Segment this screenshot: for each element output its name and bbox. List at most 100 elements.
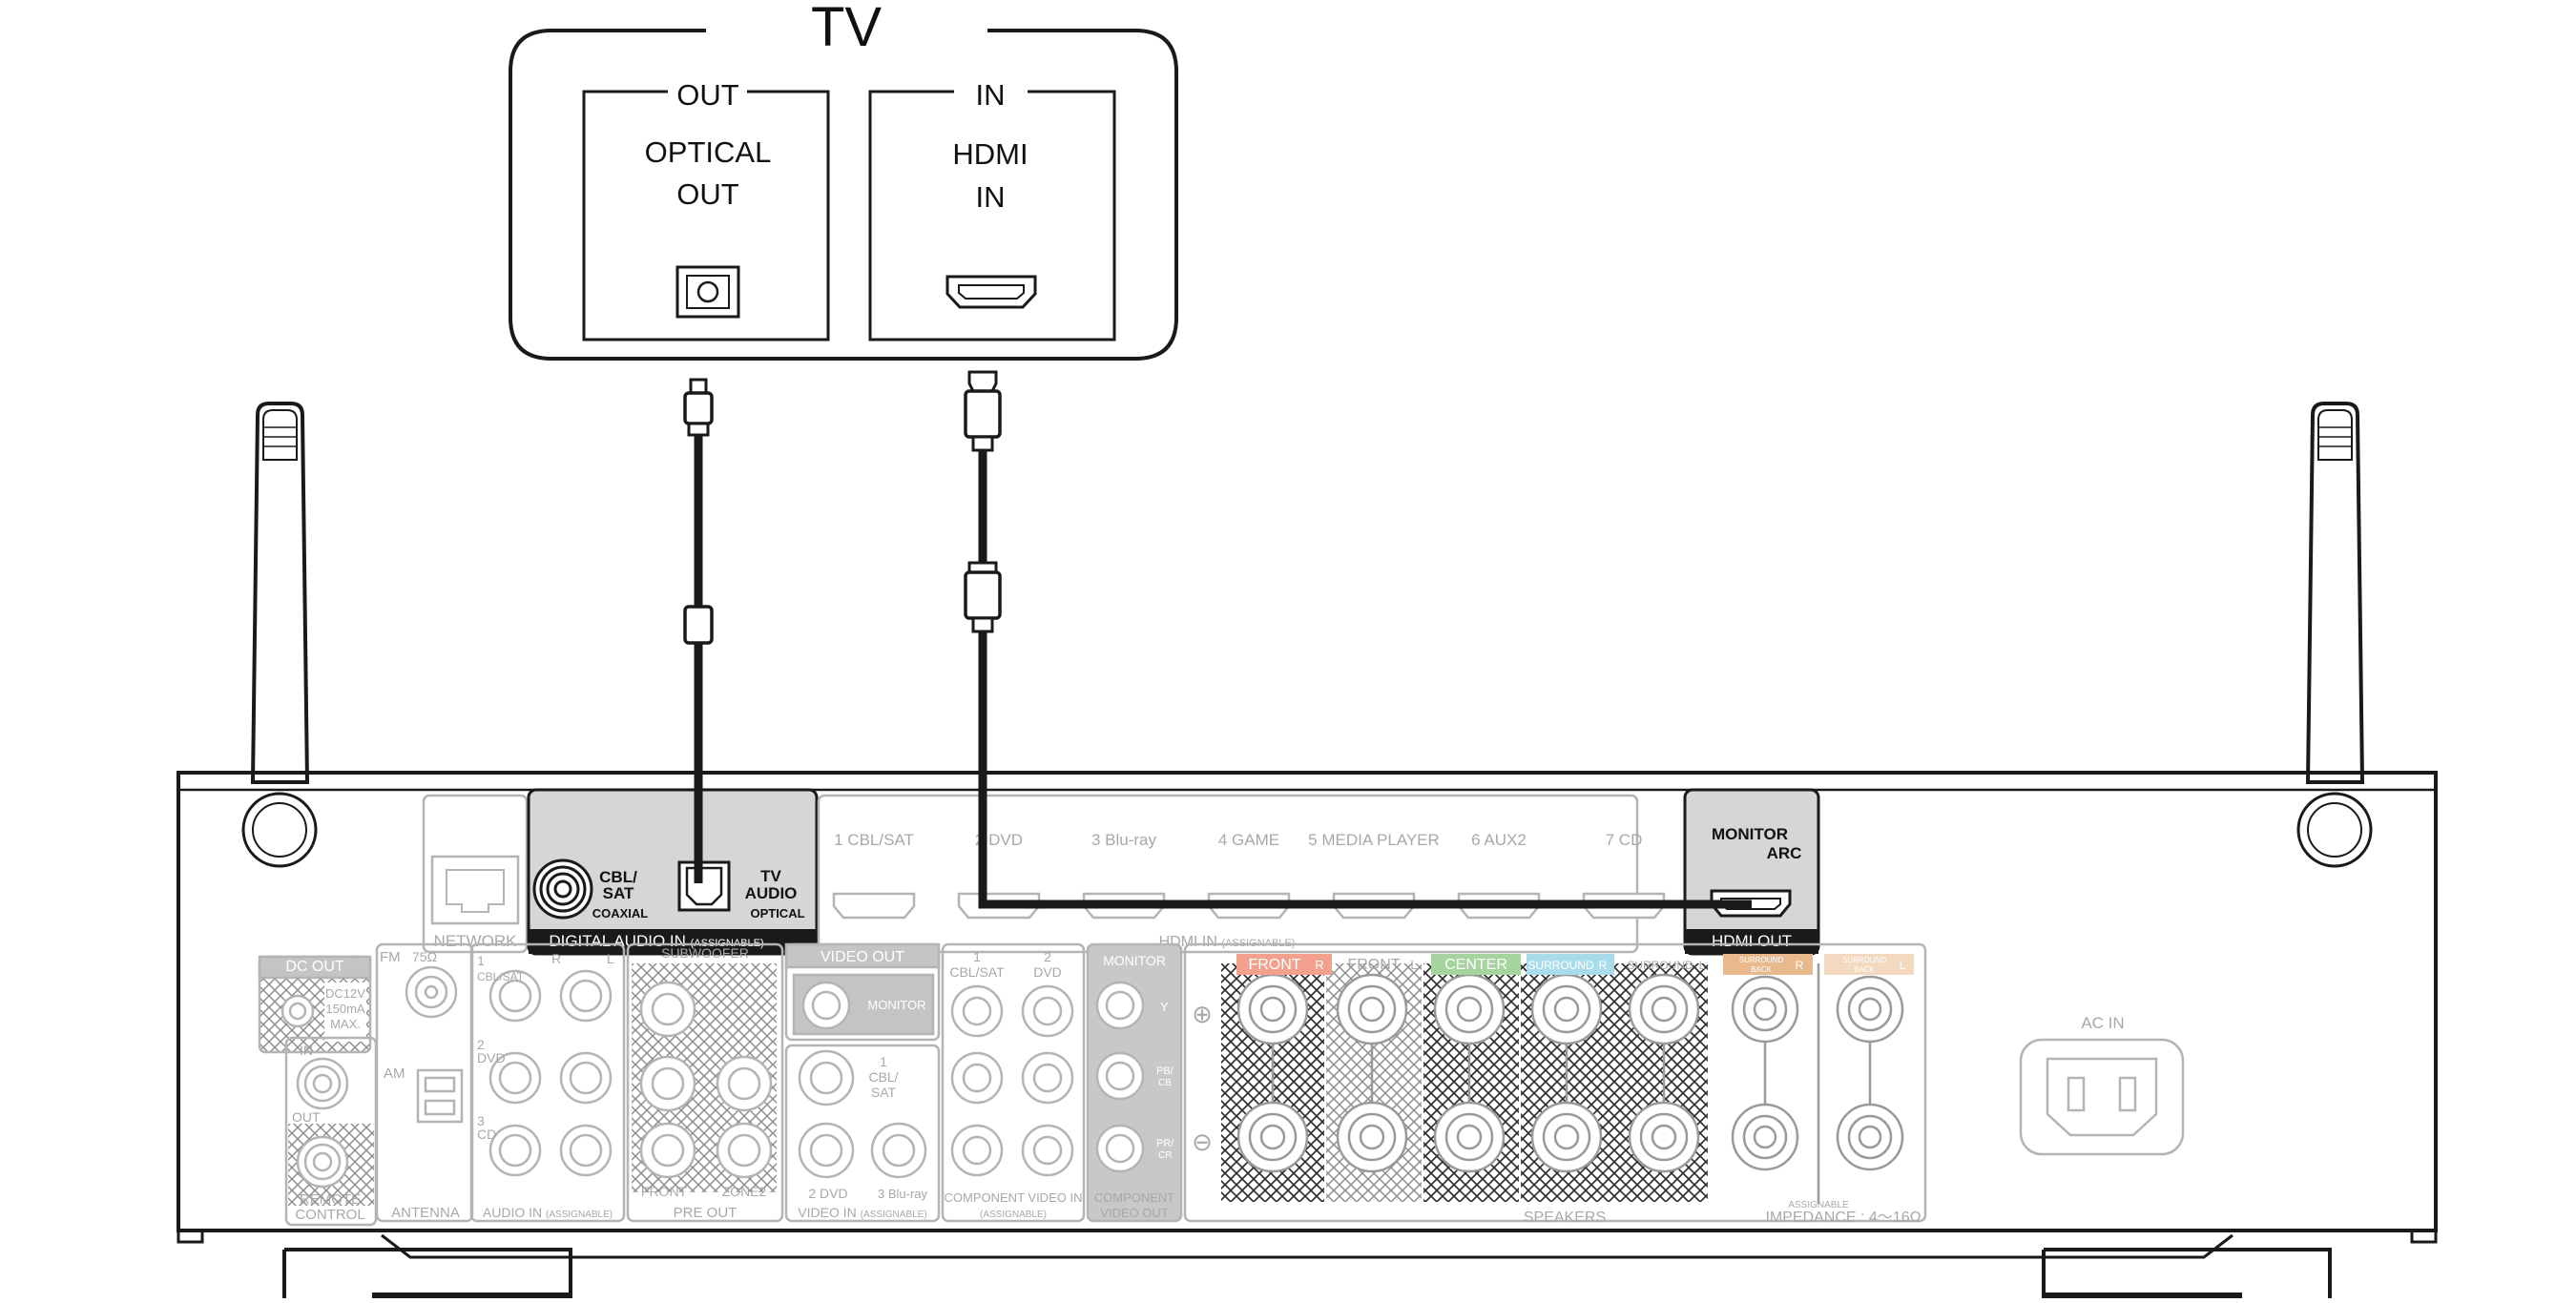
surround-back-l-channel: L xyxy=(1900,959,1906,972)
antenna-right xyxy=(2296,402,2373,868)
center-channel-badge xyxy=(1431,954,1521,975)
component-out-pb-2: CB xyxy=(1158,1078,1172,1088)
component-out-pb-1: PB/ xyxy=(1156,1065,1174,1077)
hdmi-in-input-label: 6 AUX2 xyxy=(1471,831,1527,849)
coaxial-label: COAXIAL xyxy=(592,906,649,920)
hdmi-out-arc-label: ARC xyxy=(1767,844,1802,862)
surround-l-channel: L xyxy=(1699,959,1706,972)
speaker-channel-labels: FRONT R FRONT L CENTER SURROUND R SURROU… xyxy=(1192,954,1922,1226)
ac-in-section: AC IN xyxy=(2019,1014,2185,1156)
audio-in-input-label: CBL/SAT xyxy=(477,970,525,983)
component-out-y-label: Y xyxy=(1160,1000,1169,1014)
antenna-left xyxy=(241,402,318,868)
pre-out-zone2-label: ZONE2 xyxy=(722,1184,767,1199)
video-in-dvd: 2 DVD xyxy=(808,1186,847,1201)
remote-label-2: CONTROL xyxy=(295,1207,364,1223)
surround-back-r-label-2: BACK xyxy=(1751,965,1772,974)
dc-out-spec-2: 150mA xyxy=(325,1002,365,1016)
antenna-am-label: AM xyxy=(384,1065,405,1082)
surround-channel-badge xyxy=(1527,954,1614,975)
tv-audio-label-2: AUDIO xyxy=(745,884,798,902)
video-in-label: VIDEO IN (ASSIGNABLE) xyxy=(798,1205,926,1220)
video-out-monitor-label: MONITOR xyxy=(867,998,925,1012)
lower-panel-labels: DC OUT DC12V 150mA MAX. IN OUT REMOTE CO… xyxy=(285,945,1174,1223)
coaxial-cbl-sat-1: CBL/ xyxy=(599,868,637,886)
component-in-col2-1: 2 xyxy=(1044,949,1051,964)
front-l-label: FRONT xyxy=(1347,957,1400,973)
tv-optical-label-2: OUT xyxy=(676,177,739,211)
surround-l-label: SURROUND xyxy=(1627,959,1693,972)
audio-in-input-label: 1 xyxy=(477,953,485,968)
optical-cable xyxy=(683,378,714,883)
tv-in-group-label: IN xyxy=(976,78,1006,112)
front-channel-badge xyxy=(1236,954,1332,975)
audio-in-input-label: 3 xyxy=(477,1113,485,1128)
assignable-label: ASSIGNABLE xyxy=(1788,1200,1849,1210)
optical-in-label: OPTICAL xyxy=(750,906,804,920)
hdmi-out-monitor-label: MONITOR xyxy=(1712,825,1788,843)
surround-back-l-channel-badge xyxy=(1824,954,1914,975)
center-label: CENTER xyxy=(1444,957,1507,973)
component-in-label-2: (ASSIGNABLE) xyxy=(980,1210,1047,1220)
front-r-label: FRONT xyxy=(1248,957,1300,973)
hdmi-in-input-label: 4 GAME xyxy=(1218,831,1279,849)
video-in-bluray: 3 Blu-ray xyxy=(878,1187,928,1201)
audio-in-input-label: 2 xyxy=(477,1037,485,1052)
component-out-monitor-label: MONITOR xyxy=(1103,953,1166,968)
dc-out-spec-1: DC12V xyxy=(325,986,365,1001)
pre-out-subwoofer-label: SUBWOOFER xyxy=(661,945,749,961)
front-r-channel: R xyxy=(1315,958,1323,972)
hdmi-out-panel: MONITOR ARC HDMI OUT xyxy=(1683,788,1820,956)
network-label: NETWORK xyxy=(434,932,518,950)
surround-back-r-channel: R xyxy=(1796,959,1804,972)
hdmi-in-input-label: 3 Blu-ray xyxy=(1091,831,1157,849)
audio-in-ch-r: R xyxy=(551,951,561,966)
antenna-label: ANTENNA xyxy=(391,1205,460,1221)
pre-out-label: PRE OUT xyxy=(674,1205,737,1221)
tv-optical-port-icon xyxy=(675,265,740,319)
surround-back-l-label-2: BACK xyxy=(1854,965,1875,974)
component-out-pr-1: PR/ xyxy=(1156,1138,1174,1149)
tv-hdmi-port-icon xyxy=(945,275,1037,309)
component-out-pr-2: CR xyxy=(1158,1150,1172,1161)
ac-in-label: AC IN xyxy=(2081,1014,2124,1032)
tv-out-group-label: OUT xyxy=(676,78,739,112)
speakers-label: SPEAKERS xyxy=(1524,1210,1606,1226)
video-in-cbl-2: CBL/ xyxy=(868,1069,898,1085)
surround-r-label: SURROUND xyxy=(1527,959,1594,972)
video-in-cbl-1: 1 xyxy=(880,1054,887,1069)
antenna-fm-ohm-label: 75Ω xyxy=(412,949,437,964)
audio-in-ch-l: L xyxy=(607,951,614,966)
audio-in-jacks xyxy=(488,969,613,1177)
network-section: NETWORK xyxy=(422,794,529,954)
pre-out-front-label: FRONT xyxy=(641,1184,688,1199)
surround-back-r-label-1: SURROUND xyxy=(1739,956,1783,964)
surround-back-l-label-1: SURROUND xyxy=(1842,956,1886,964)
component-out-label-2: VIDEO OUT xyxy=(1100,1206,1169,1220)
coaxial-port xyxy=(532,858,593,920)
component-in-col1-2: CBL/SAT xyxy=(949,964,1005,980)
audio-in-label: AUDIO IN (ASSIGNABLE) xyxy=(483,1205,613,1220)
surround-back-channel-badge xyxy=(1723,954,1813,975)
tv-hdmi-label-1: HDMI xyxy=(952,137,1028,171)
video-in-cbl-3: SAT xyxy=(871,1085,897,1100)
component-in-label-1: COMPONENT VIDEO IN xyxy=(945,1190,1083,1205)
hdmi-in-input-label: 5 MEDIA PLAYER xyxy=(1308,831,1440,849)
tv-hdmi-label-2: IN xyxy=(976,180,1006,214)
digital-audio-in-panel: CBL/ SAT COAXIAL TV AUDIO OPTICAL DIGITA… xyxy=(527,788,819,956)
tv-title: TV xyxy=(811,0,882,58)
optical-in-port xyxy=(677,860,731,912)
audio-in-input-label: CD xyxy=(477,1127,496,1142)
tv-optical-label-1: OPTICAL xyxy=(645,135,772,169)
audio-in-input-label: DVD xyxy=(477,1050,506,1065)
tv-audio-label-1: TV xyxy=(760,867,781,885)
dc-out-spec-3: MAX. xyxy=(330,1017,361,1031)
plus-terminal-icon: ⊕ xyxy=(1192,1000,1213,1028)
hdmi-out-label: HDMI OUT xyxy=(1712,932,1792,950)
hdmi-cable xyxy=(964,370,1752,909)
minus-terminal-icon: ⊖ xyxy=(1192,1127,1213,1156)
